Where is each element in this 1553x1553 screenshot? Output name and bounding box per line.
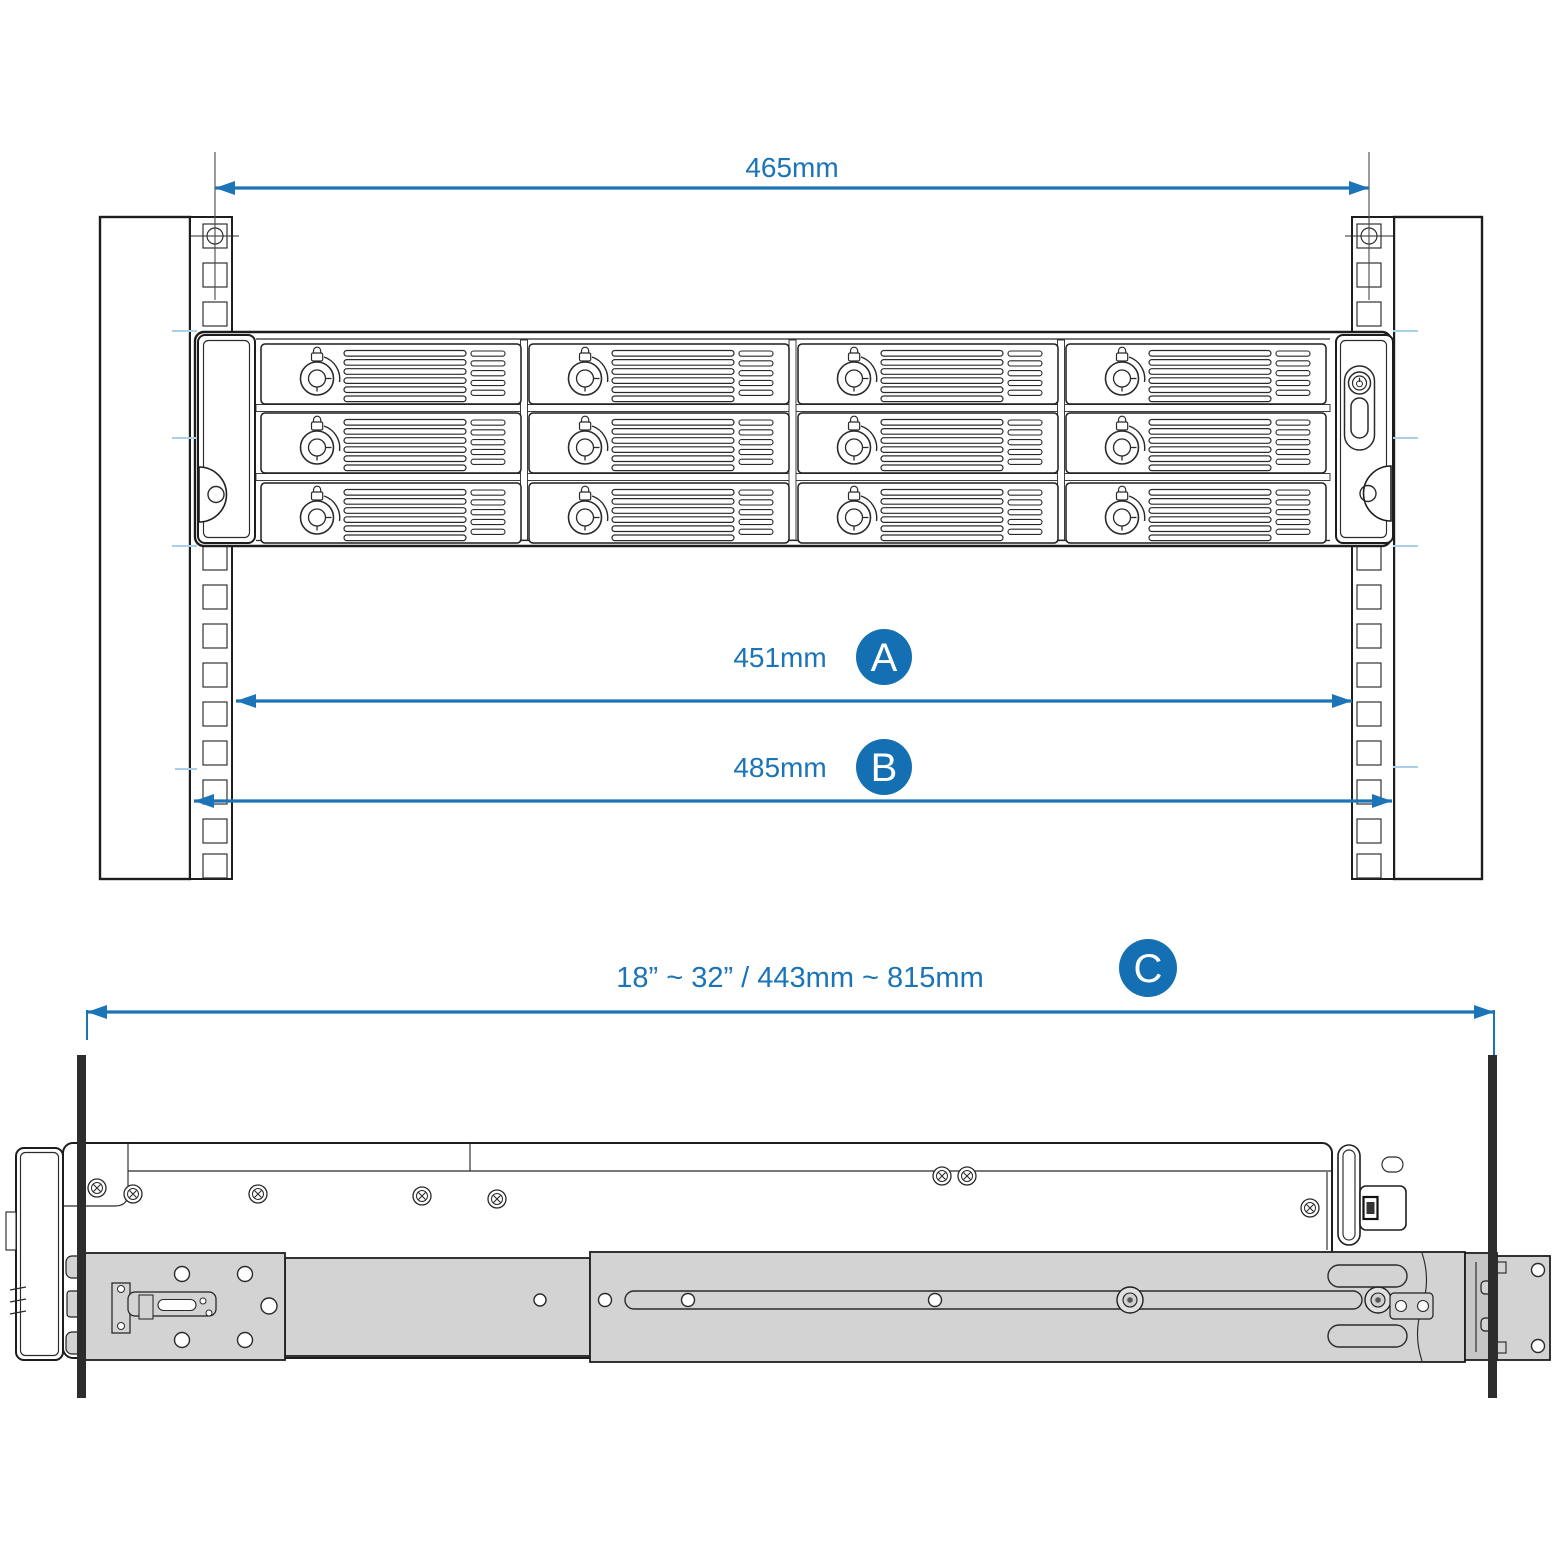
rail-middle-member	[284, 1257, 591, 1357]
dimension-label: 465mm	[745, 152, 838, 183]
dimension-label: 451mm	[733, 642, 826, 673]
rail-rivet	[1364, 1286, 1392, 1314]
rail-rivet	[1116, 1286, 1144, 1314]
drive-tray	[528, 343, 790, 405]
rack-post-outer-right	[1392, 215, 1484, 881]
rail-outer-member	[589, 1251, 1466, 1363]
rack-post-rear	[1488, 1055, 1497, 1398]
column-divider	[788, 339, 797, 541]
rack-post-front	[77, 1055, 86, 1398]
screw-icon	[248, 1184, 268, 1204]
nas-chassis-front	[193, 330, 1394, 548]
rack-post-outer-left	[98, 215, 192, 881]
dimension-overall-width: 465mm	[215, 152, 1369, 195]
badge-c: C	[1119, 939, 1177, 997]
rack-rail-right	[1351, 216, 1395, 880]
drive-tray	[1065, 343, 1327, 405]
rail-slot	[624, 1290, 1363, 1310]
drive-tray	[528, 412, 790, 474]
screw-icon	[932, 1166, 952, 1186]
badge-letter: C	[1134, 947, 1163, 991]
drive-tray	[797, 343, 1059, 405]
badge-a: A	[856, 629, 912, 685]
front-bezel-side	[5, 1147, 64, 1361]
badge-letter: A	[871, 636, 898, 680]
screw-icon	[123, 1184, 143, 1204]
screw-icon	[487, 1189, 507, 1209]
drive-tray	[1065, 482, 1327, 544]
screw-icon	[1300, 1198, 1320, 1218]
front-view: 465mm 451mm A 485mm B	[98, 152, 1484, 881]
guide-ticks	[172, 330, 1418, 770]
screw-icon	[87, 1178, 107, 1198]
badge-b: B	[856, 739, 912, 795]
mounting-ear-left	[197, 334, 256, 544]
ear-screw-hole	[1359, 484, 1377, 503]
drive-tray	[260, 482, 522, 544]
dimension-flange-outer-width: 485mm B	[194, 739, 1392, 808]
drive-tray	[797, 482, 1059, 544]
drive-tray	[1065, 412, 1327, 474]
rear-latch	[1337, 1144, 1407, 1246]
drive-tray	[260, 412, 522, 474]
rail-latch-lever	[111, 1282, 217, 1334]
drive-tray	[260, 343, 522, 405]
side-view: 18” ~ 32” / 443mm ~ 815mm C	[5, 939, 1551, 1398]
dimension-label: 18” ~ 32” / 443mm ~ 815mm	[616, 962, 984, 994]
drive-tray	[797, 412, 1059, 474]
mounting-ear-right	[1335, 334, 1394, 544]
dimension-label: 485mm	[733, 752, 826, 783]
screw-icon	[412, 1186, 432, 1206]
power-icon	[1347, 371, 1372, 395]
dimension-mounting-depth: 18” ~ 32” / 443mm ~ 815mm C	[86, 939, 1495, 1078]
badge-letter: B	[871, 746, 898, 790]
dimension-rail-inner-width: 451mm A	[236, 629, 1352, 708]
slide-rail	[65, 1251, 1551, 1363]
ear-screw-hole	[207, 485, 225, 504]
drive-tray	[528, 482, 790, 544]
screw-icon	[957, 1166, 977, 1186]
status-led-window	[1350, 397, 1369, 439]
